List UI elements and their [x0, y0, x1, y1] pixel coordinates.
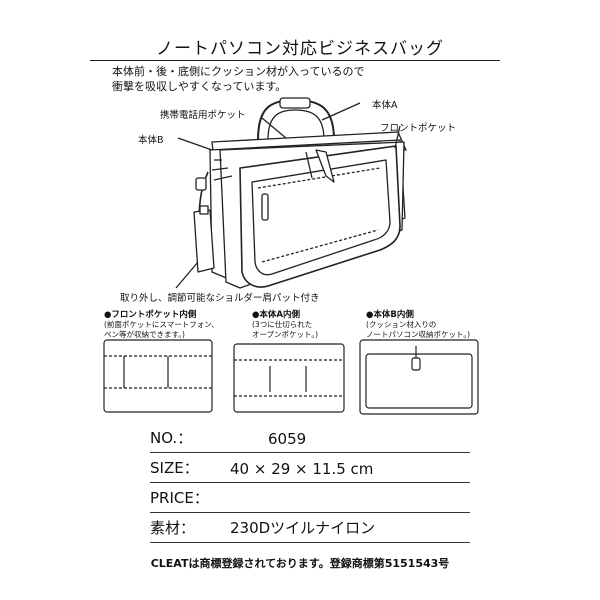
spec-underline [150, 542, 470, 543]
spec-row-size: SIZE： 40 × 29 × 11.5 cm [150, 453, 470, 483]
inset-caption-front-pocket: ●フロントポケット内側 (前面ポケットにスマートフォン、 ペン等が収納できます。… [104, 308, 219, 340]
inset-caption-body-a: ●本体A内側 (3つに仕切られた オープンポケット。) [252, 308, 318, 340]
spec-row-material: 素材： 230Dツイルナイロン [150, 513, 470, 543]
spec-label: PRICE： [150, 489, 209, 507]
spec-row-price: PRICE： [150, 483, 470, 513]
inset-desc-1: (クッション材入りの [366, 320, 437, 329]
title-underline [90, 60, 500, 61]
spec-label: SIZE： [150, 459, 199, 477]
spec-underline [150, 452, 470, 453]
spec-label: NO.： [150, 429, 193, 447]
inset-body-a-drawing [233, 343, 345, 413]
inset-title: ●本体B内側 [366, 310, 414, 320]
inset-desc-2: ノートパソコン収納ポケット。) [366, 330, 471, 339]
intro-text: 本体前・後・底側にクッション材が入っているので 衝撃を吸収しやすくなっています。 [112, 64, 364, 94]
intro-line-1: 本体前・後・底側にクッション材が入っているので [112, 65, 365, 78]
inset-desc-2: オープンポケット。) [252, 330, 319, 339]
inset-title: ●フロントポケット内側 [104, 310, 197, 320]
spec-label: 素材： [150, 519, 196, 537]
inset-front-pocket-drawing [103, 339, 213, 413]
inset-body-b-drawing [359, 339, 479, 415]
spec-row-number: NO.： 6059 [150, 423, 470, 453]
callout-shoulder-pad: 取り外し、調節可能なショルダー肩パット付き [120, 293, 320, 304]
trademark-note: CLEATは商標登録されております。登録商標第5151543号 [150, 557, 450, 570]
inset-caption-body-b: ●本体B内側 (クッション材入りの ノートパソコン収納ポケット。) [366, 308, 470, 340]
callout-front-pocket: フロントポケット [380, 123, 457, 134]
spec-underline [150, 482, 470, 483]
callout-mobile-pocket: 携帯電話用ポケット [160, 110, 246, 121]
inset-desc-1: (3つに仕切られた [252, 320, 313, 329]
inset-desc-2: ペン等が収納できます。) [104, 330, 185, 339]
inset-title: ●本体A内側 [252, 310, 300, 320]
spec-value: 40 × 29 × 11.5 cm [230, 460, 374, 478]
callout-body-a: 本体A [372, 100, 398, 111]
intro-line-2: 衝撃を吸収しやすくなっています。 [112, 80, 287, 93]
spec-underline [150, 512, 470, 513]
page-title: ノートパソコン対応ビジネスバッグ [156, 39, 444, 59]
callout-body-b: 本体B [138, 135, 164, 146]
inset-desc-1: (前面ポケットにスマートフォン、 [104, 320, 219, 329]
spec-value: 6059 [268, 430, 307, 448]
spec-value: 230Dツイルナイロン [230, 519, 376, 537]
